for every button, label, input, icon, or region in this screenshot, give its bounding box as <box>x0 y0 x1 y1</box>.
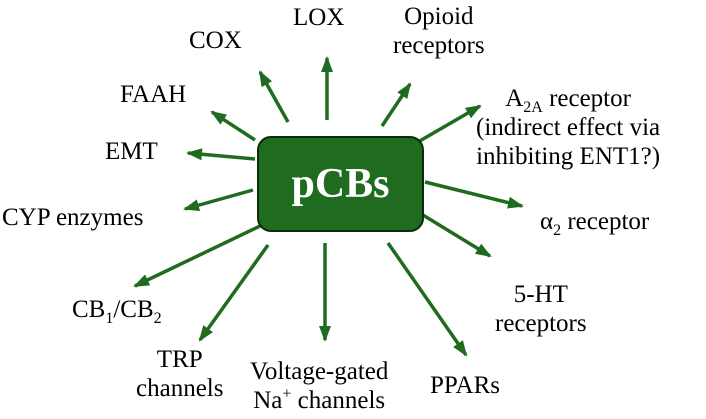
target-cb1-cb2: CB1/CB2 <box>72 295 162 327</box>
vg-line1: Voltage-gated <box>250 358 389 385</box>
vg-na: Na <box>253 387 283 414</box>
arrow-cyp <box>183 188 254 212</box>
alpha2-symbol: α <box>540 208 554 235</box>
5ht-line2: receptors <box>495 310 587 337</box>
5ht-line1: 5-HT <box>513 281 568 308</box>
target-alpha2-receptor: α2 receptor <box>540 207 650 239</box>
trp-line1: TRP <box>156 346 203 373</box>
target-cyp-enzymes: CYP enzymes <box>2 204 144 231</box>
arrow-trp <box>198 243 270 342</box>
target-5ht-receptors: 5-HT receptors <box>495 280 587 338</box>
target-faah: FAAH <box>120 81 187 108</box>
target-voltage-gated-na-channels: Voltage-gated Na+ channels <box>250 357 388 415</box>
target-trp-channels: TRP channels <box>136 345 223 403</box>
cb-slash: /CB <box>113 296 154 323</box>
arrow-opioid <box>380 82 412 127</box>
arrow-faah <box>210 110 256 142</box>
arrow-emt <box>186 148 256 161</box>
cb-a: CB <box>72 296 106 323</box>
target-emt: EMT <box>105 138 158 165</box>
trp-line2: channels <box>136 375 224 402</box>
pcbs-label: pCBs <box>291 161 390 207</box>
arrow-cox <box>258 70 290 123</box>
opioid-line2: receptors <box>393 32 485 59</box>
arrow-alpha2 <box>424 180 524 209</box>
target-a2a-receptor: A2A receptor (indirect effect via inhibi… <box>476 84 660 171</box>
a2a-line2: (indirect effect via <box>476 114 661 141</box>
a2a-prefix: A <box>505 85 524 112</box>
vg-suffix: channels <box>291 387 386 414</box>
pcbs-box: pCBs <box>257 136 424 232</box>
a2a-sub: 2A <box>523 99 543 116</box>
arrow-5ht <box>417 210 492 258</box>
cb-sub2: 2 <box>153 310 162 327</box>
opioid-line1: Opioid <box>404 3 474 30</box>
vg-line2: Na+ channels <box>250 386 388 415</box>
arrow-ppars <box>386 241 468 357</box>
target-opioid-receptors: Opioid receptors <box>393 2 485 60</box>
arrow-a2a <box>417 104 482 144</box>
alpha2-suffix: receptor <box>561 208 650 235</box>
cb-sub1: 1 <box>105 310 114 327</box>
a2a-line1: A2A receptor <box>476 84 660 116</box>
target-cox: COX <box>189 27 242 54</box>
arrow-cb <box>133 224 261 288</box>
a2a-suffix: receptor <box>542 85 631 112</box>
vg-sup: + <box>282 385 292 403</box>
target-lox: LOX <box>293 4 345 31</box>
target-ppars: PPARs <box>430 372 500 399</box>
a2a-line3: inhibiting ENT1?) <box>476 143 661 170</box>
alpha2-sub: 2 <box>553 222 562 239</box>
